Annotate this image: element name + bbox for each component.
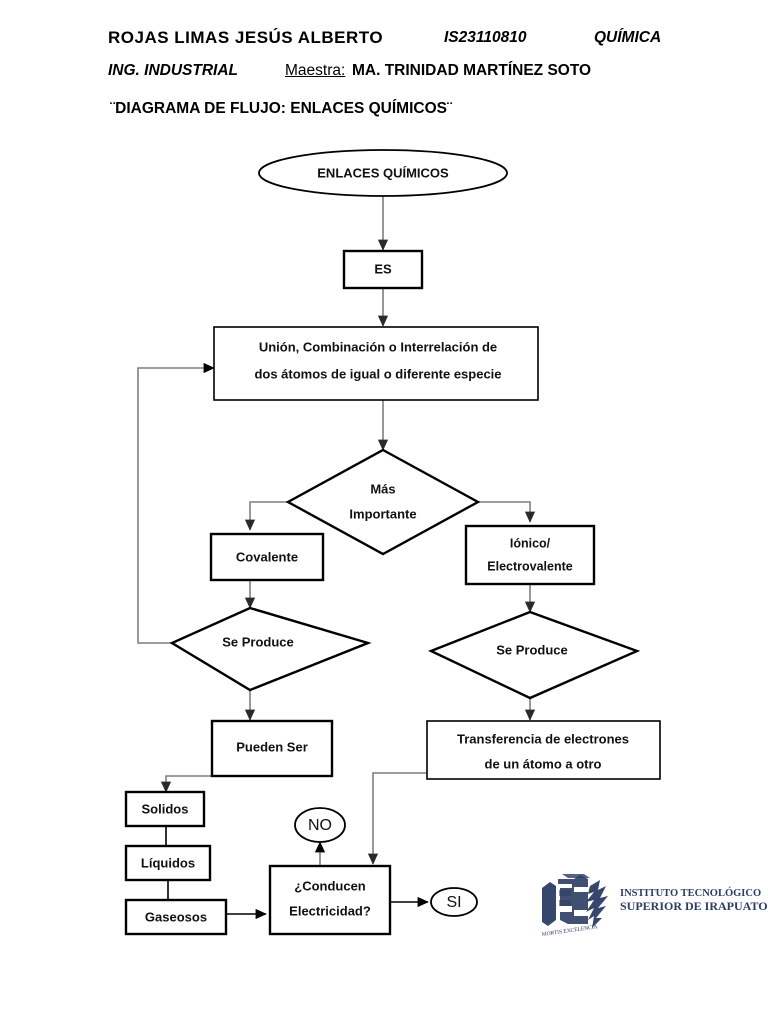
node-gaseosos-label: Gaseosos <box>145 909 207 924</box>
node-definition-line-2: dos átomos de igual o diferente especie <box>254 366 501 381</box>
node-produce-left-label: Se Produce <box>222 634 294 649</box>
connector-transferencia-to-question <box>367 772 427 865</box>
teacher-name: MA. TRINIDAD MARTÍNEZ SOTO <box>352 62 592 79</box>
node-produce-left[interactable]: Se Produce <box>169 606 372 692</box>
node-produce-right[interactable]: Se Produce <box>427 610 641 700</box>
node-es-label: ES <box>374 261 392 276</box>
institution-logo-text: INSTITUTO TECNOLÓGICO SUPERIOR DE IRAPUA… <box>620 888 768 913</box>
node-question-line-1: ¿Conducen <box>294 878 366 893</box>
node-answer-no[interactable]: NO <box>294 807 346 843</box>
institution-logo: MORTIS EXCELENCIA INSTITUTO TECNOLÓGICO … <box>528 866 768 946</box>
node-ionico-line-1: Iónico/ <box>510 536 551 550</box>
logo-line-1: INSTITUTO TECNOLÓGICO <box>620 888 762 899</box>
node-transferencia-line-1: Transferencia de electrones <box>457 731 629 746</box>
flowchart-diagram: ENLACES QUÍMICOS ES Unión, Combinación o… <box>124 149 661 936</box>
node-pueden-ser-label: Pueden Ser <box>236 739 308 754</box>
node-decision-main-line-1: Más <box>370 481 395 496</box>
connector-decision-to-ionico <box>478 501 536 523</box>
connector-feedback-loop <box>137 362 215 644</box>
node-liquidos-label: Líquidos <box>141 855 195 870</box>
node-covalente[interactable]: Covalente <box>209 532 325 582</box>
node-ionico[interactable]: Iónico/ Electrovalente <box>464 524 596 586</box>
document-header: ROJAS LIMAS JESÚS ALBERTO IS23110810 QUÍ… <box>0 0 768 130</box>
node-definition[interactable]: Unión, Combinación o Interrelación de do… <box>213 326 539 401</box>
node-es[interactable]: ES <box>342 249 424 290</box>
page-title: ¨DIAGRAMA DE FLUJO: ENLACES QUÍMICOS¨ <box>110 100 453 117</box>
career-name: ING. INDUSTRIAL <box>108 62 239 79</box>
node-transferencia[interactable]: Transferencia de electrones de un átomo … <box>426 720 661 780</box>
node-question-conduce[interactable]: ¿Conducen Electricidad? <box>268 864 392 936</box>
node-pueden-ser[interactable]: Pueden Ser <box>210 719 334 778</box>
node-covalente-label: Covalente <box>236 549 298 564</box>
node-decision-main[interactable]: Más Importante <box>285 448 481 556</box>
connector-pueden-ser-to-solidos <box>160 775 212 793</box>
node-answer-si-label: SI <box>446 894 461 911</box>
node-gaseosos[interactable]: Gaseosos <box>124 898 228 936</box>
node-transferencia-line-2: de un átomo a otro <box>485 756 602 771</box>
subject-name: QUÍMICA <box>594 29 662 46</box>
node-liquidos[interactable]: Líquidos <box>124 844 212 882</box>
node-solidos[interactable]: Solidos <box>124 790 206 828</box>
node-answer-si[interactable]: SI <box>430 887 478 917</box>
connector-decision-to-covalente <box>244 501 288 531</box>
node-question-line-2: Electricidad? <box>289 903 371 918</box>
node-decision-main-line-2: Importante <box>349 506 416 521</box>
student-id: IS23110810 <box>444 29 527 46</box>
itesi-monogram-icon: MORTIS EXCELENCIA <box>541 874 608 938</box>
node-answer-no-label: NO <box>308 817 332 834</box>
logo-line-2: SUPERIOR DE IRAPUATO <box>620 898 768 913</box>
teacher-label: Maestra: <box>285 62 346 79</box>
node-definition-line-1: Unión, Combinación o Interrelación de <box>259 339 497 354</box>
svg-text:MORTIS EXCELENCIA: MORTIS EXCELENCIA <box>541 924 598 938</box>
node-solidos-label: Solidos <box>142 801 189 816</box>
node-produce-right-label: Se Produce <box>496 642 568 657</box>
node-start[interactable]: ENLACES QUÍMICOS <box>258 149 508 197</box>
node-ionico-line-2: Electrovalente <box>487 559 573 573</box>
node-start-label: ENLACES QUÍMICOS <box>317 165 449 180</box>
student-name: ROJAS LIMAS JESÚS ALBERTO <box>108 28 384 47</box>
